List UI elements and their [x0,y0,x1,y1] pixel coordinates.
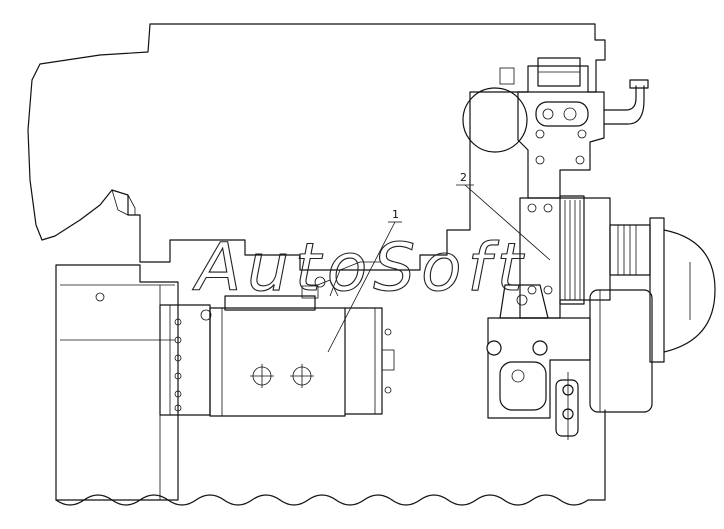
engine-lower-housing [55,264,211,501]
pulley-grooves [564,200,581,300]
callout-label-1: 1 [392,208,399,221]
break-line [55,409,606,506]
watermark-text: AutoSoft [192,229,529,306]
callout-label-2: 2 [460,171,467,184]
thermostat-housing [462,57,649,199]
flange-bolts [174,318,182,412]
fan-pulley [617,225,637,275]
fuel-line [314,261,380,297]
water-pump-assembly [519,195,716,363]
starter-motor [200,279,395,417]
callout-leaders [327,184,551,353]
alternator-bracket [486,284,653,440]
engine-block-outline [27,23,606,271]
